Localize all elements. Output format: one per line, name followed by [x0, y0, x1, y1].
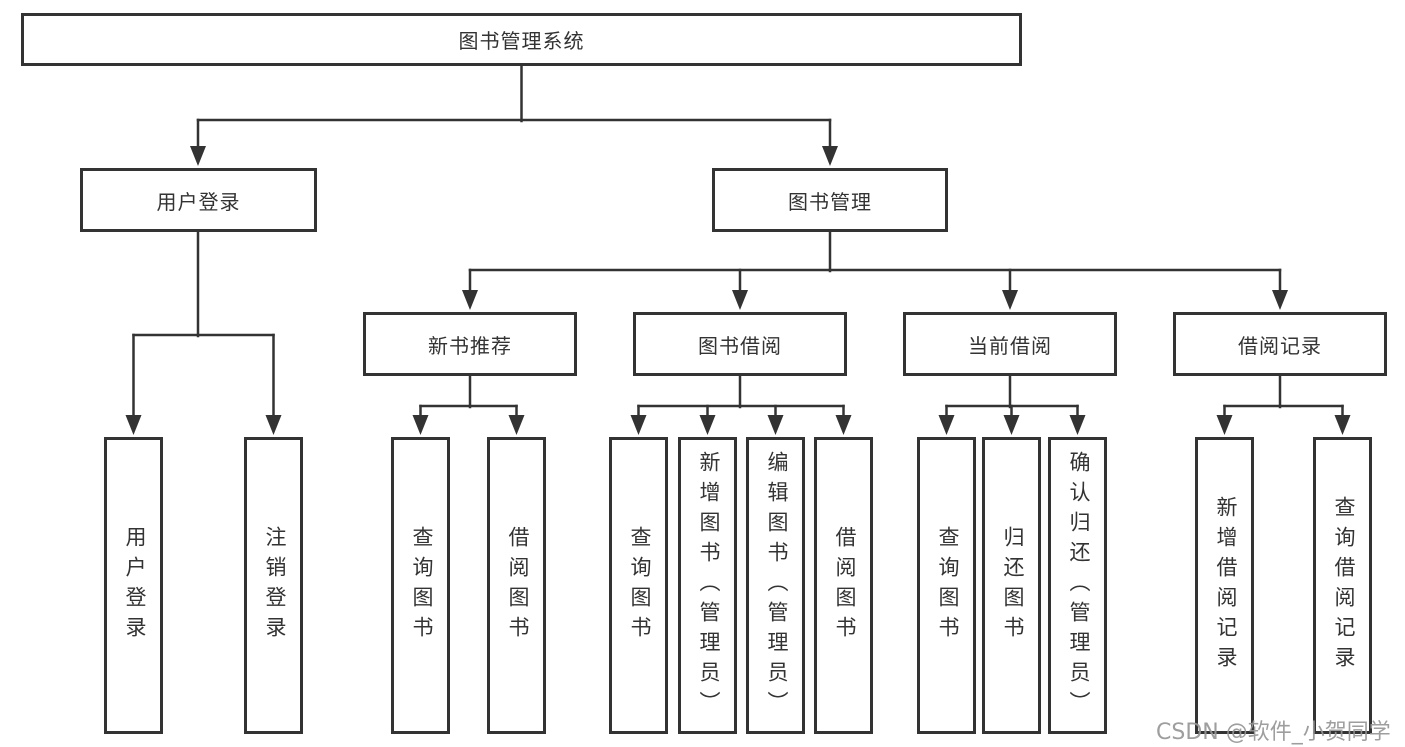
- node-leaf-logout: 注销登录: [244, 437, 303, 734]
- node-leaf-borrow-books-recommend: 借阅图书: [487, 437, 546, 734]
- connector-borrow-records-to-leaves: [1216, 372, 1351, 435]
- node-user-login: 用户登录: [80, 168, 317, 232]
- node-leaf-return-books: 归还图书: [982, 437, 1041, 734]
- node-leaf-query-books-current: 查询图书: [917, 437, 976, 734]
- node-new-book-recommend: 新书推荐: [363, 312, 577, 376]
- connector-book-management-to-level3: [462, 229, 1288, 310]
- node-leaf-confirm-return-admin: 确认归还（管理员）: [1048, 437, 1107, 734]
- csdn-watermark: CSDN @软件_小贺同学: [1156, 720, 1391, 745]
- node-leaf-edit-books-admin: 编辑图书（管理员）: [746, 437, 805, 734]
- node-leaf-borrow-books-borrowing: 借阅图书: [814, 437, 873, 734]
- node-book-borrowing: 图书借阅: [633, 312, 847, 376]
- connector-book-borrowing-to-leaves: [630, 372, 852, 435]
- node-leaf-add-books-admin: 新增图书（管理员）: [678, 437, 737, 734]
- connector-new-book-recommend-to-leaves: [412, 372, 525, 435]
- node-current-borrowing: 当前借阅: [903, 312, 1117, 376]
- node-leaf-query-borrow-record: 查询借阅记录: [1313, 437, 1372, 734]
- connector-current-borrowing-to-leaves: [938, 372, 1086, 435]
- node-leaf-query-books-recommend: 查询图书: [391, 437, 450, 734]
- node-leaf-add-borrow-record: 新增借阅记录: [1195, 437, 1254, 734]
- connector-user-login-to-leaves: [125, 229, 282, 435]
- node-borrow-records: 借阅记录: [1173, 312, 1387, 376]
- node-book-management: 图书管理: [712, 168, 948, 232]
- node-root: 图书管理系统: [21, 13, 1022, 66]
- node-leaf-query-books-borrowing: 查询图书: [609, 437, 668, 734]
- connector-root-to-level2: [190, 64, 838, 166]
- node-leaf-user-login: 用户登录: [104, 437, 163, 734]
